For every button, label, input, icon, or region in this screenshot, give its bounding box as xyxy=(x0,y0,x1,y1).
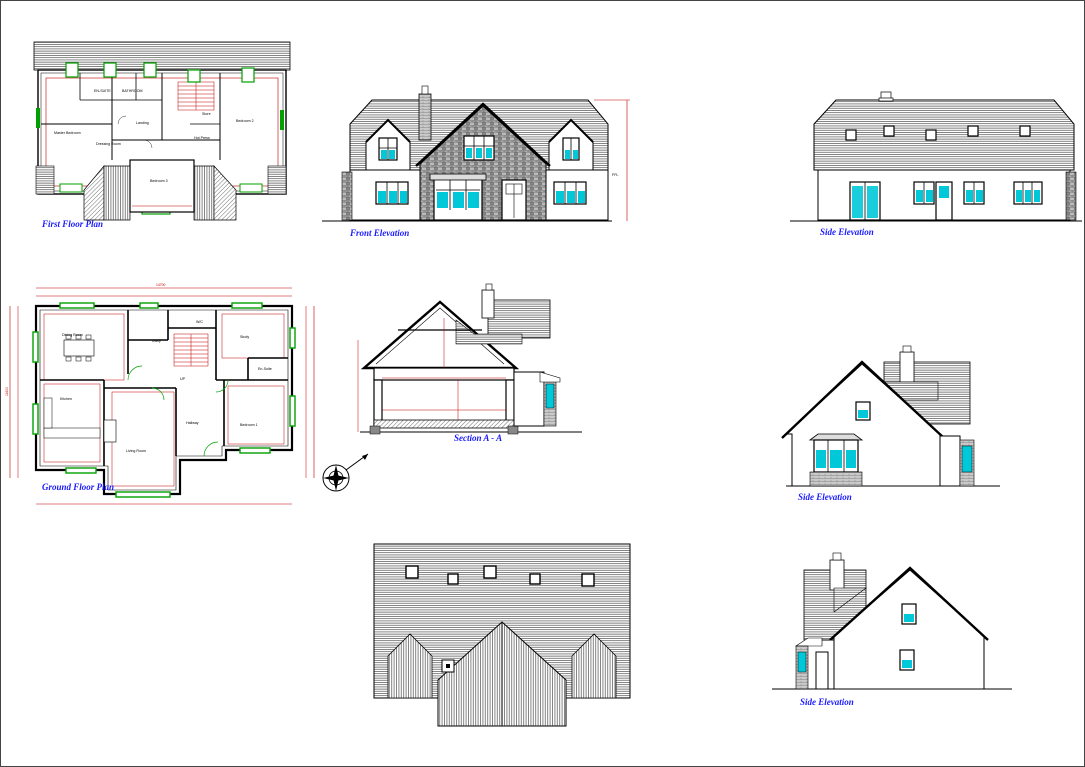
compass-icon xyxy=(322,453,369,492)
label-living-room: Living Room xyxy=(126,449,146,453)
label-wc: W/C xyxy=(196,320,203,324)
label-study: Study xyxy=(240,335,249,339)
label-bedroom-2: Bedroom 2 xyxy=(236,119,254,123)
side-elevation-bottom: Side Elevation xyxy=(772,552,1012,707)
side-elevation-gable: Side Elevation xyxy=(781,345,1000,502)
dim-overall-width: 14700 xyxy=(156,283,166,287)
front-elevation: FFL Front Elevation xyxy=(322,85,630,238)
caption-side-elevation-middle: Side Elevation xyxy=(798,492,852,502)
label-en-suite-gf: En-Suite xyxy=(258,367,272,371)
label-bedroom-3: Bedroom 3 xyxy=(150,179,168,183)
dim-overall-depth: 11600 xyxy=(5,387,9,396)
label-dressing-room: Dressing Room xyxy=(96,142,121,146)
label-up: UP xyxy=(180,377,186,381)
label-ffl: FFL xyxy=(612,173,618,177)
side-elevation-rear: Side Elevation xyxy=(790,91,1082,237)
rear-elevation xyxy=(373,543,631,727)
label-en-suite: EN-SUITE xyxy=(94,89,111,93)
caption-side-elevation-bottom: Side Elevation xyxy=(800,697,854,707)
label-dining-room: Dining Room xyxy=(62,333,83,337)
label-landing: Landing xyxy=(136,121,149,125)
label-utility: Utility xyxy=(152,339,161,343)
ground-floor-plan: 14700 11600 xyxy=(5,283,315,505)
caption-first-floor-plan: First Floor Plan xyxy=(41,219,103,229)
label-kitchen: Kitchen xyxy=(60,397,72,401)
label-master-bedroom: Master Bedroom xyxy=(54,131,81,135)
caption-ground-floor-plan: Ground Floor Plan xyxy=(42,482,114,492)
label-hallway: Hallway xyxy=(186,421,199,425)
caption-side-elevation-top: Side Elevation xyxy=(820,227,874,237)
first-floor-plan: EN-SUITE BATHROOM Master Bedroom Dressin… xyxy=(33,41,291,229)
caption-front-elevation: Front Elevation xyxy=(349,228,409,238)
label-bathroom: BATHROOM xyxy=(122,89,143,93)
label-store: Store xyxy=(202,112,211,116)
label-hot-press: Hot Press xyxy=(194,136,210,140)
label-bedroom-1: Bedroom 1 xyxy=(240,423,258,427)
caption-section-a-a: Section A - A xyxy=(454,433,502,443)
section-a-a: Section A - A xyxy=(357,283,582,443)
